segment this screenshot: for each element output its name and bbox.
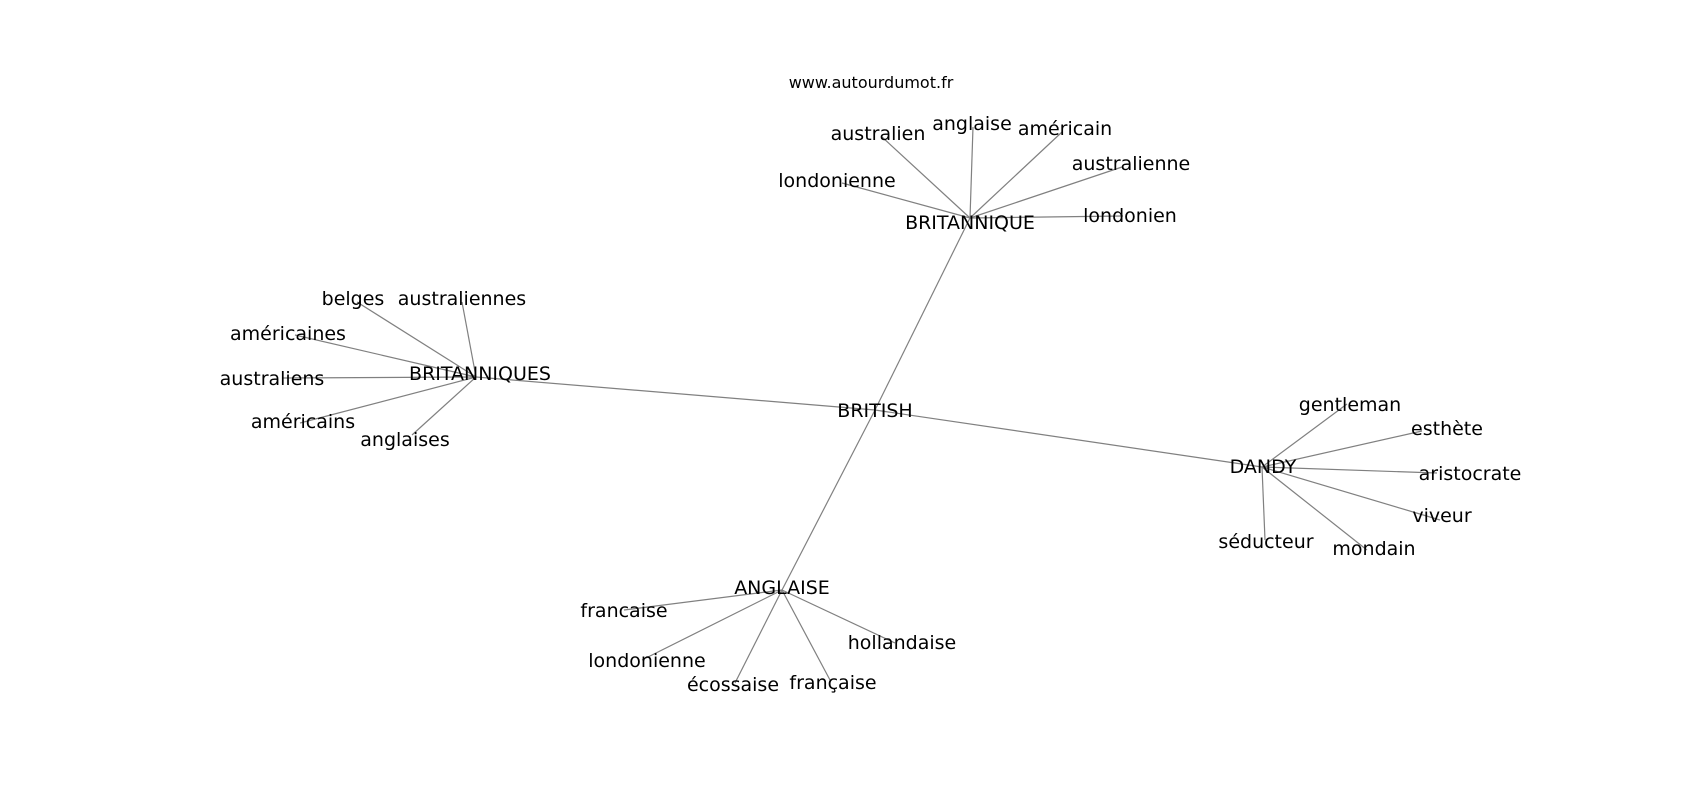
edge-anglaise-ecossaise: [734, 589, 783, 684]
edge-dandy-aristocrate: [1261, 466, 1438, 474]
edge-britanniques-anglaises: [411, 376, 477, 436]
node-ecossaise: écossaise: [687, 674, 779, 696]
node-australiens: australiens: [220, 368, 325, 390]
edge-britanniques-australiens: [282, 376, 477, 379]
edge-britanniques-australiennes: [461, 301, 477, 378]
labels: www.autourdumot.fr BRITISH BRITANNIQUE a…: [220, 73, 1522, 696]
node-francaise-cedille: française: [789, 672, 876, 694]
node-anglaise-leaf: anglaise: [932, 113, 1012, 135]
node-americaines: américaines: [230, 323, 346, 345]
node-hollandaise: hollandaise: [848, 632, 956, 654]
node-esthete: esthète: [1411, 418, 1483, 440]
edge-dandy-viveur: [1261, 466, 1441, 521]
node-australien: australien: [831, 123, 926, 145]
node-britannique: BRITANNIQUE: [905, 212, 1035, 234]
node-francaise: francaise: [580, 600, 667, 622]
node-seducteur: séducteur: [1218, 531, 1313, 553]
node-dandy: DANDY: [1230, 456, 1297, 478]
edge-british-britanniques: [475, 376, 876, 411]
edge-anglaise-francaise: [623, 589, 783, 611]
node-londonienne-bottom: londonienne: [588, 650, 705, 672]
node-londonienne-top: londonienne: [778, 170, 895, 192]
edge-british-anglaise: [781, 409, 876, 591]
watermark-url: www.autourdumot.fr: [789, 73, 954, 92]
edge-anglaise-francaise-cedille: [781, 589, 831, 681]
node-britanniques: BRITANNIQUES: [409, 363, 551, 385]
node-australiennes: australiennes: [398, 288, 526, 310]
edge-dandy-esthete: [1261, 430, 1423, 468]
edge-britannique-americain: [969, 131, 1063, 219]
edge-anglaise-hollandaise: [781, 589, 896, 644]
edge-britannique-londonienne: [841, 182, 971, 219]
node-mondain: mondain: [1332, 538, 1415, 560]
edge-britanniques-belges: [356, 301, 477, 378]
edge-britannique-australienne: [969, 166, 1123, 219]
edge-dandy-gentleman: [1261, 403, 1348, 468]
node-belges: belges: [322, 288, 385, 310]
edge-britanniques-americaines: [294, 334, 477, 378]
node-anglaises: anglaises: [360, 429, 449, 451]
edges: [282, 126, 1441, 684]
edge-britannique-australien: [881, 136, 971, 219]
edge-british-britannique: [874, 217, 971, 411]
node-aristocrate: aristocrate: [1419, 463, 1522, 485]
node-gentleman: gentleman: [1299, 394, 1401, 416]
node-british: BRITISH: [837, 400, 912, 422]
node-londonien: londonien: [1083, 205, 1177, 227]
node-anglaise: ANGLAISE: [734, 577, 830, 599]
edge-britannique-londonien: [969, 215, 1124, 219]
edge-dandy-seducteur: [1261, 466, 1266, 541]
edge-british-dandy: [874, 409, 1263, 468]
edge-britannique-anglaise: [969, 126, 974, 219]
edge-dandy-mondain: [1261, 466, 1368, 551]
node-viveur: viveur: [1412, 505, 1471, 527]
edge-anglaise-londonienne: [641, 589, 783, 661]
node-americain: américain: [1018, 118, 1112, 140]
node-americains: américains: [251, 411, 355, 433]
node-australienne: australienne: [1072, 153, 1191, 175]
edge-britanniques-americains: [299, 376, 477, 424]
